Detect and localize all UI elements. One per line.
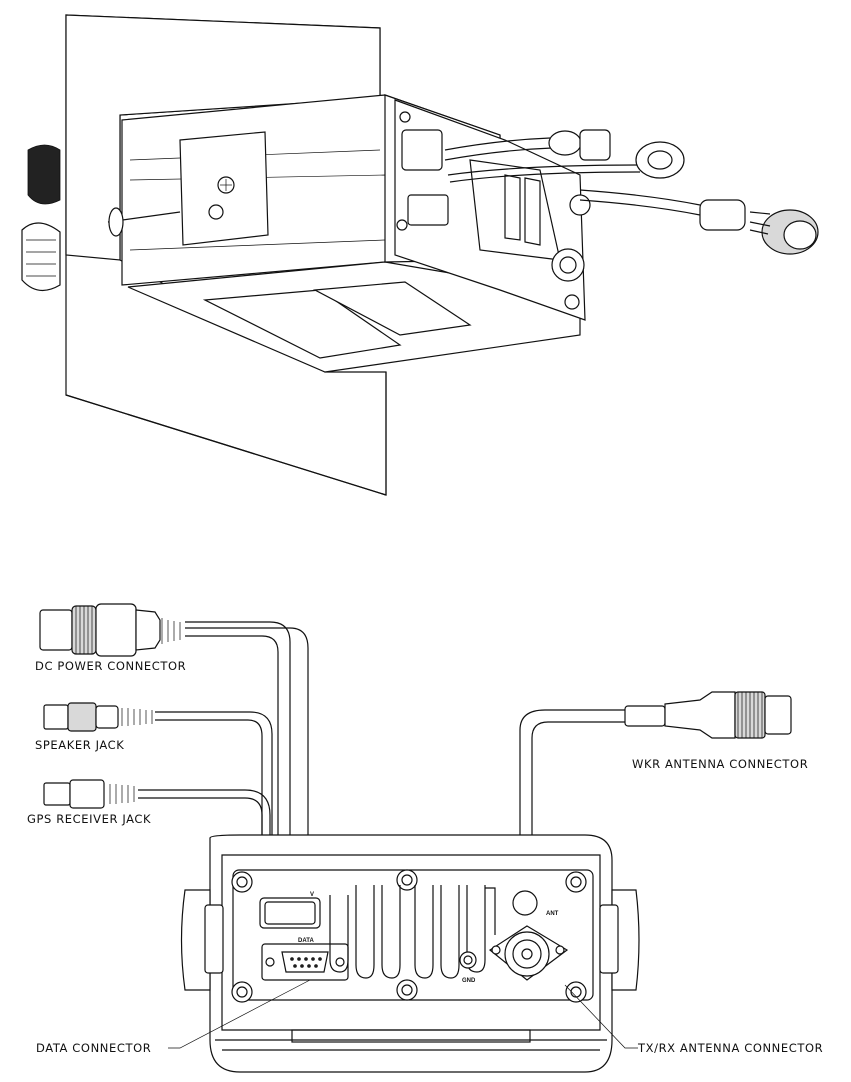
gps-receiver-jack-label: GPS RECEIVER JACK (27, 812, 151, 826)
gnd-mark: GND (462, 978, 476, 984)
data-mark: DATA (298, 938, 314, 944)
radio-rear-body: V DATA GND (182, 835, 640, 1072)
wkr-antenna-socket (513, 891, 537, 915)
dc-power-connector-label: DC POWER CONNECTOR (35, 659, 186, 673)
data-socket (282, 952, 328, 972)
dcv-mark: V (310, 892, 314, 898)
wkr-antenna-connector-label: WKR ANTENNA CONNECTOR (632, 757, 808, 771)
front-knobs-3d (22, 145, 60, 290)
data-connector-label: DATA CONNECTOR (36, 1041, 151, 1055)
txrx-antenna-connector-label: TX/RX ANTENNA CONNECTOR (637, 1041, 823, 1055)
mounted-radio-perspective (22, 15, 818, 495)
speaker-jack-label: SPEAKER JACK (35, 738, 124, 752)
rear-view: V DATA GND (40, 604, 791, 1072)
gnd-terminal (460, 952, 476, 968)
ant-mark: ANT (546, 911, 559, 917)
